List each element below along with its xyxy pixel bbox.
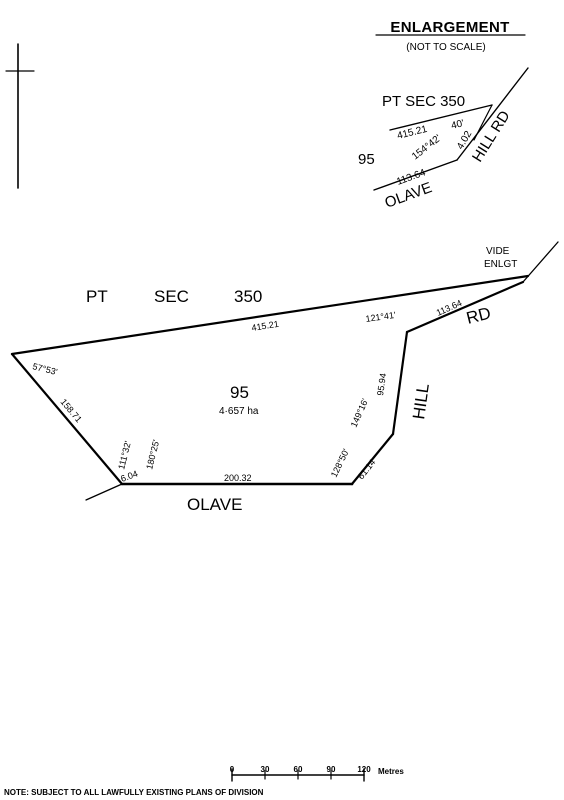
boundary-left: [10, 352, 124, 486]
enlargement-short-line: [473, 104, 493, 141]
dim-right: 95.94: [375, 373, 388, 397]
scale-label-90: 90: [327, 765, 336, 774]
boundary-top: [10, 274, 530, 356]
scale-label-30: 30: [261, 765, 270, 774]
scale-unit: Metres: [378, 767, 404, 776]
angle-right: 149°16': [349, 397, 371, 429]
dim-left: 158.71: [58, 397, 83, 425]
enlargement-bottom-line: [373, 159, 458, 191]
parcel-number: 95: [230, 383, 249, 402]
boundary-right: [391, 330, 409, 436]
boundary-corner: [350, 432, 395, 486]
sec-label: SEC: [154, 287, 189, 306]
road-extension-sw: [85, 483, 123, 501]
enlargement-top-line: [389, 104, 493, 131]
scale-label-60: 60: [294, 765, 303, 774]
north-arrow-icon: [5, 43, 35, 189]
hill-label: HILL: [409, 382, 433, 420]
dim-small: 6.04: [119, 468, 139, 483]
enlargement-title: ENLARGEMENT: [390, 19, 509, 36]
enlargement-road-line: [456, 67, 529, 161]
enlargement-parcel-label: 95: [358, 151, 375, 168]
enlargement-dim-top: 415.21: [396, 124, 429, 142]
dim-corner: 61.14: [356, 457, 378, 481]
vide-label: VIDE: [486, 246, 510, 257]
angle-top-right: 121°41': [365, 310, 397, 324]
enlargement-inset: ENLARGEMENT (NOT TO SCALE) PT SEC 350 95…: [358, 19, 529, 212]
scale-bar: 0 30 60 90 120 Metres: [230, 765, 404, 782]
dim-top: 415.21: [251, 319, 280, 333]
main-plan: PT SEC 350 VIDE ENLGT RD HILL OLAVE 95 4…: [10, 241, 559, 514]
enlgt-label: ENLGT: [484, 259, 517, 270]
scale-label-0: 0: [230, 765, 235, 774]
sec-number-label: 350: [234, 287, 262, 306]
olave-label: OLAVE: [187, 495, 242, 514]
angle-bottom-left-a: 111°32': [116, 440, 133, 471]
dim-bottom: 200.32: [224, 473, 252, 483]
enlargement-pt-sec-label: PT SEC 350: [382, 93, 465, 110]
pt-label: PT: [86, 287, 108, 306]
scale-label-120: 120: [357, 765, 371, 774]
angle-left: 57°53': [32, 361, 59, 377]
boundary-road: [405, 280, 525, 334]
rd-label: RD: [464, 304, 492, 328]
angle-bottom-left-b: 180°25': [144, 438, 161, 470]
parcel-area: 4·657 ha: [219, 406, 259, 417]
plan-note: NOTE: SUBJECT TO ALL LAWFULLY EXISTING P…: [4, 788, 264, 797]
angle-bottom-right: 128°50': [329, 447, 351, 479]
enlargement-subtitle: (NOT TO SCALE): [406, 42, 485, 53]
road-extension-ne: [522, 241, 559, 283]
enlargement-dim-top-angle: 40': [450, 118, 465, 132]
